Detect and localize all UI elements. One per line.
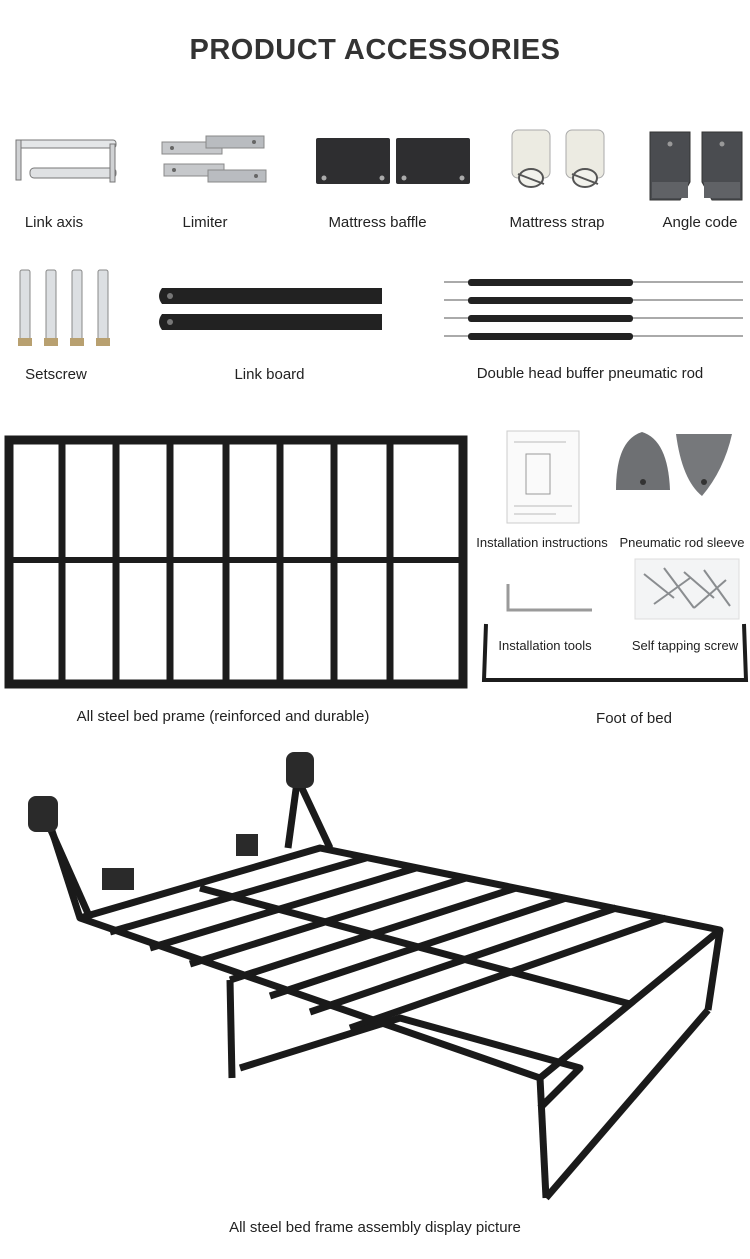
mattress-baffle-image [316, 138, 470, 184]
installation-tools-image [506, 584, 592, 612]
self-tapping-screw-image [634, 558, 740, 620]
installation-tools-label: Installation tools [498, 638, 592, 653]
installation-instructions-image [506, 430, 580, 524]
setscrew-label: Setscrew [25, 366, 87, 383]
pneumatic-rod-label: Double head buffer pneumatic rod [476, 365, 704, 382]
page-title: PRODUCT ACCESSORIES [189, 34, 561, 66]
foot-of-bed-label: Foot of bed [596, 710, 672, 727]
assembled-bed-image [28, 752, 724, 1201]
mattress-strap-label: Mattress strap [509, 214, 605, 231]
bed-frame-label: All steel bed prame (reinforced and dura… [76, 708, 370, 725]
installation-instructions-label: Installation instructions [476, 535, 608, 550]
pneumatic-rod-sleeve-image [616, 432, 732, 496]
self-tapping-screw-label: Self tapping screw [631, 638, 739, 653]
link-board-label: Link board [234, 366, 305, 383]
setscrew-image [18, 269, 110, 346]
link-board-image [159, 288, 382, 330]
foot-of-bed-image [481, 623, 749, 682]
link-axis-label: Link axis [24, 214, 84, 231]
pneumatic-rod-image [444, 279, 743, 340]
limiter-image [161, 135, 267, 183]
pneumatic-rod-sleeve-label: Pneumatic rod sleeve [619, 535, 745, 550]
mattress-strap-image [511, 129, 605, 188]
bed-frame-image [4, 435, 468, 689]
limiter-label: Limiter [182, 214, 228, 231]
mattress-baffle-label: Mattress baffle [328, 214, 427, 231]
link-axis-image [15, 139, 117, 183]
angle-code-label: Angle code [662, 214, 738, 231]
angle-code-image [649, 131, 743, 201]
assembly-caption: All steel bed frame assembly display pic… [229, 1219, 521, 1236]
